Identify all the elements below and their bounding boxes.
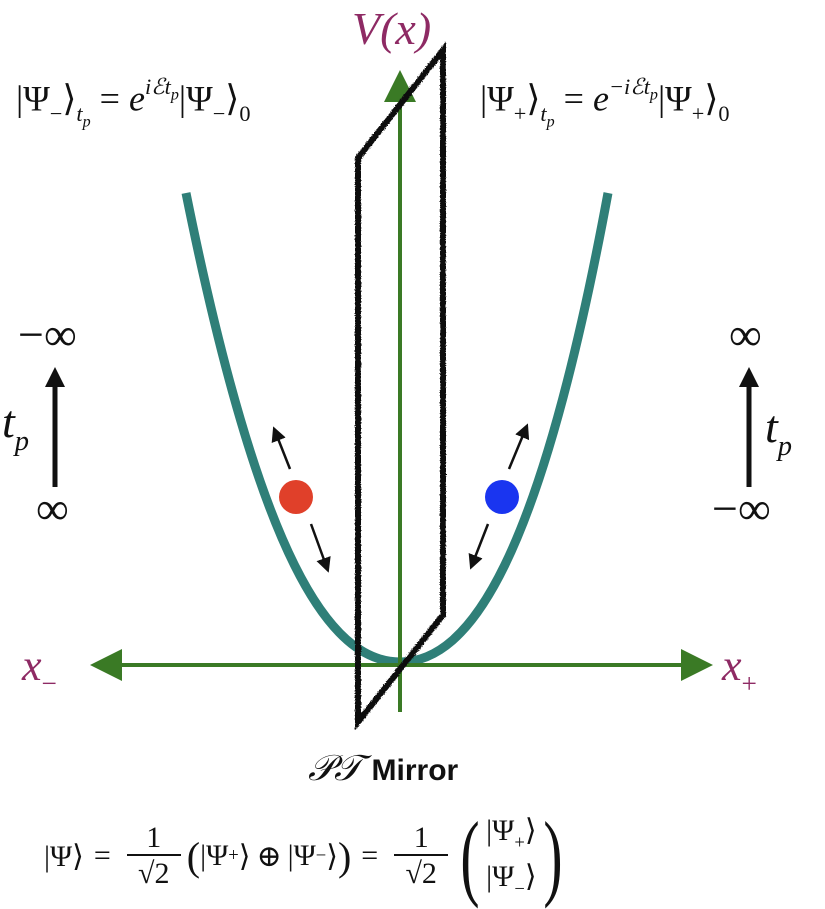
time-sub: t: [76, 100, 83, 126]
x-base: x: [22, 641, 42, 690]
ket-psi-plus: |Ψ: [200, 839, 229, 872]
fraction-bar: [126, 853, 181, 856]
paren-open: (: [186, 833, 201, 879]
exponent-sub: p: [170, 86, 179, 104]
ket-psi: |Ψ⟩: [44, 839, 84, 873]
equation-left: |Ψ−⟩tp = eiℰtp|Ψ−⟩0: [16, 74, 251, 131]
particle-left: [279, 480, 313, 514]
sub-minus: −: [315, 845, 327, 866]
vector-entries: |Ψ+⟩ |Ψ−⟩: [486, 810, 536, 903]
sub-minus: −: [514, 878, 525, 900]
time-subsub: p: [546, 113, 555, 131]
time-left-top-label: −∞: [18, 309, 77, 360]
ket-close: ⟩: [62, 78, 77, 119]
vector-bracket-open: (: [460, 802, 480, 909]
x-sub: −: [41, 668, 57, 699]
fraction: 1 √2: [126, 820, 181, 892]
fraction: 1 √2: [394, 820, 449, 892]
paren-close: ): [337, 833, 352, 879]
ket-psi-minus: |Ψ: [287, 839, 316, 872]
motion-arrow-right-down: [468, 523, 490, 570]
ket-psi-plus: |Ψ: [486, 813, 515, 847]
equals-sign: =: [99, 78, 120, 119]
tp-base: t: [2, 396, 15, 447]
exp-base: e: [592, 78, 609, 119]
time-left-bottom-label: ∞: [36, 483, 69, 534]
exponent: iℰt: [144, 74, 171, 99]
pt-mirror-plane: [355, 41, 446, 731]
sub-plus: +: [513, 100, 527, 126]
ket-close: ⟩: [225, 78, 240, 119]
mirror-word: Mirror: [371, 754, 459, 787]
time-left-axis-label: tp: [2, 395, 29, 458]
fraction-numerator: 1: [413, 820, 429, 854]
tp-sub: p: [777, 430, 793, 462]
ket-close: ⟩: [326, 839, 338, 873]
ket-psi-minus-initial: |Ψ: [178, 78, 213, 119]
time-right-bottom-label: −∞: [712, 483, 771, 534]
fraction-bar: [394, 853, 449, 856]
ket-close: ⟩: [524, 813, 537, 847]
x-sub: +: [741, 668, 757, 699]
particle-right: [485, 480, 519, 514]
ket-psi-plus-initial: |Ψ: [657, 78, 692, 119]
fraction-denominator: √2: [138, 856, 170, 890]
time-right-top-label: ∞: [729, 309, 762, 360]
x-minus-label: x−: [22, 640, 57, 699]
exponent: −iℰt: [608, 74, 650, 99]
time-subsub: p: [82, 113, 91, 131]
ket-psi-plus: |Ψ: [480, 78, 514, 119]
sub-plus: +: [228, 845, 239, 866]
tp-sub: p: [14, 425, 30, 457]
sub-minus: −: [49, 100, 63, 126]
exp-base: e: [128, 78, 145, 119]
motion-arrow-left-down: [309, 523, 331, 573]
sub-plus: +: [691, 100, 705, 126]
x-plus-label: x+: [722, 640, 757, 699]
equals-sign: =: [361, 839, 379, 872]
ket-close: ⟩: [524, 860, 537, 893]
tp-base: t: [765, 401, 778, 452]
time-right-axis-label: tp: [765, 400, 792, 463]
initial-index: 0: [239, 100, 251, 126]
ket-psi-minus: |Ψ: [16, 78, 50, 119]
bottom-equation: |Ψ⟩ = 1 √2 ( |Ψ+⟩ ⊕ |Ψ−⟩ ) = 1 √2 ( |Ψ+⟩…: [44, 808, 569, 904]
ket-close: ⟩: [238, 839, 251, 873]
vector-entry-top: |Ψ+⟩: [486, 810, 536, 856]
time-sub: t: [540, 100, 547, 126]
exponent-sub: p: [649, 86, 658, 104]
pt-mirror-label: 𝒫𝒯 Mirror: [308, 748, 458, 790]
fraction-denominator: √2: [405, 856, 437, 890]
fraction-numerator: 1: [146, 820, 162, 854]
motion-arrow-right-up: [507, 423, 530, 470]
equals-sign: =: [563, 78, 584, 119]
pt-symbol: 𝒫𝒯: [308, 748, 362, 789]
equals-sign: =: [93, 839, 111, 872]
vector-entry-bottom: |Ψ−⟩: [486, 856, 536, 902]
initial-index: 0: [718, 100, 730, 126]
ket-close: ⟩: [526, 78, 541, 119]
x-base: x: [722, 641, 742, 690]
column-vector: ( |Ψ+⟩ |Ψ−⟩ ): [454, 808, 568, 904]
motion-arrow-left-up: [271, 426, 292, 470]
sub-minus: −: [212, 100, 226, 126]
potential-curve: [181, 192, 613, 667]
ket-psi-minus: |Ψ: [486, 860, 515, 893]
sub-plus: +: [514, 831, 525, 853]
vector-bracket-close: ): [542, 802, 563, 909]
y-axis-label: V(x): [352, 3, 432, 54]
ket-close: ⟩: [704, 78, 719, 119]
direct-sum-symbol: ⊕: [256, 839, 282, 873]
equation-right: |Ψ+⟩tp = e−iℰtp|Ψ+⟩0: [480, 74, 730, 131]
